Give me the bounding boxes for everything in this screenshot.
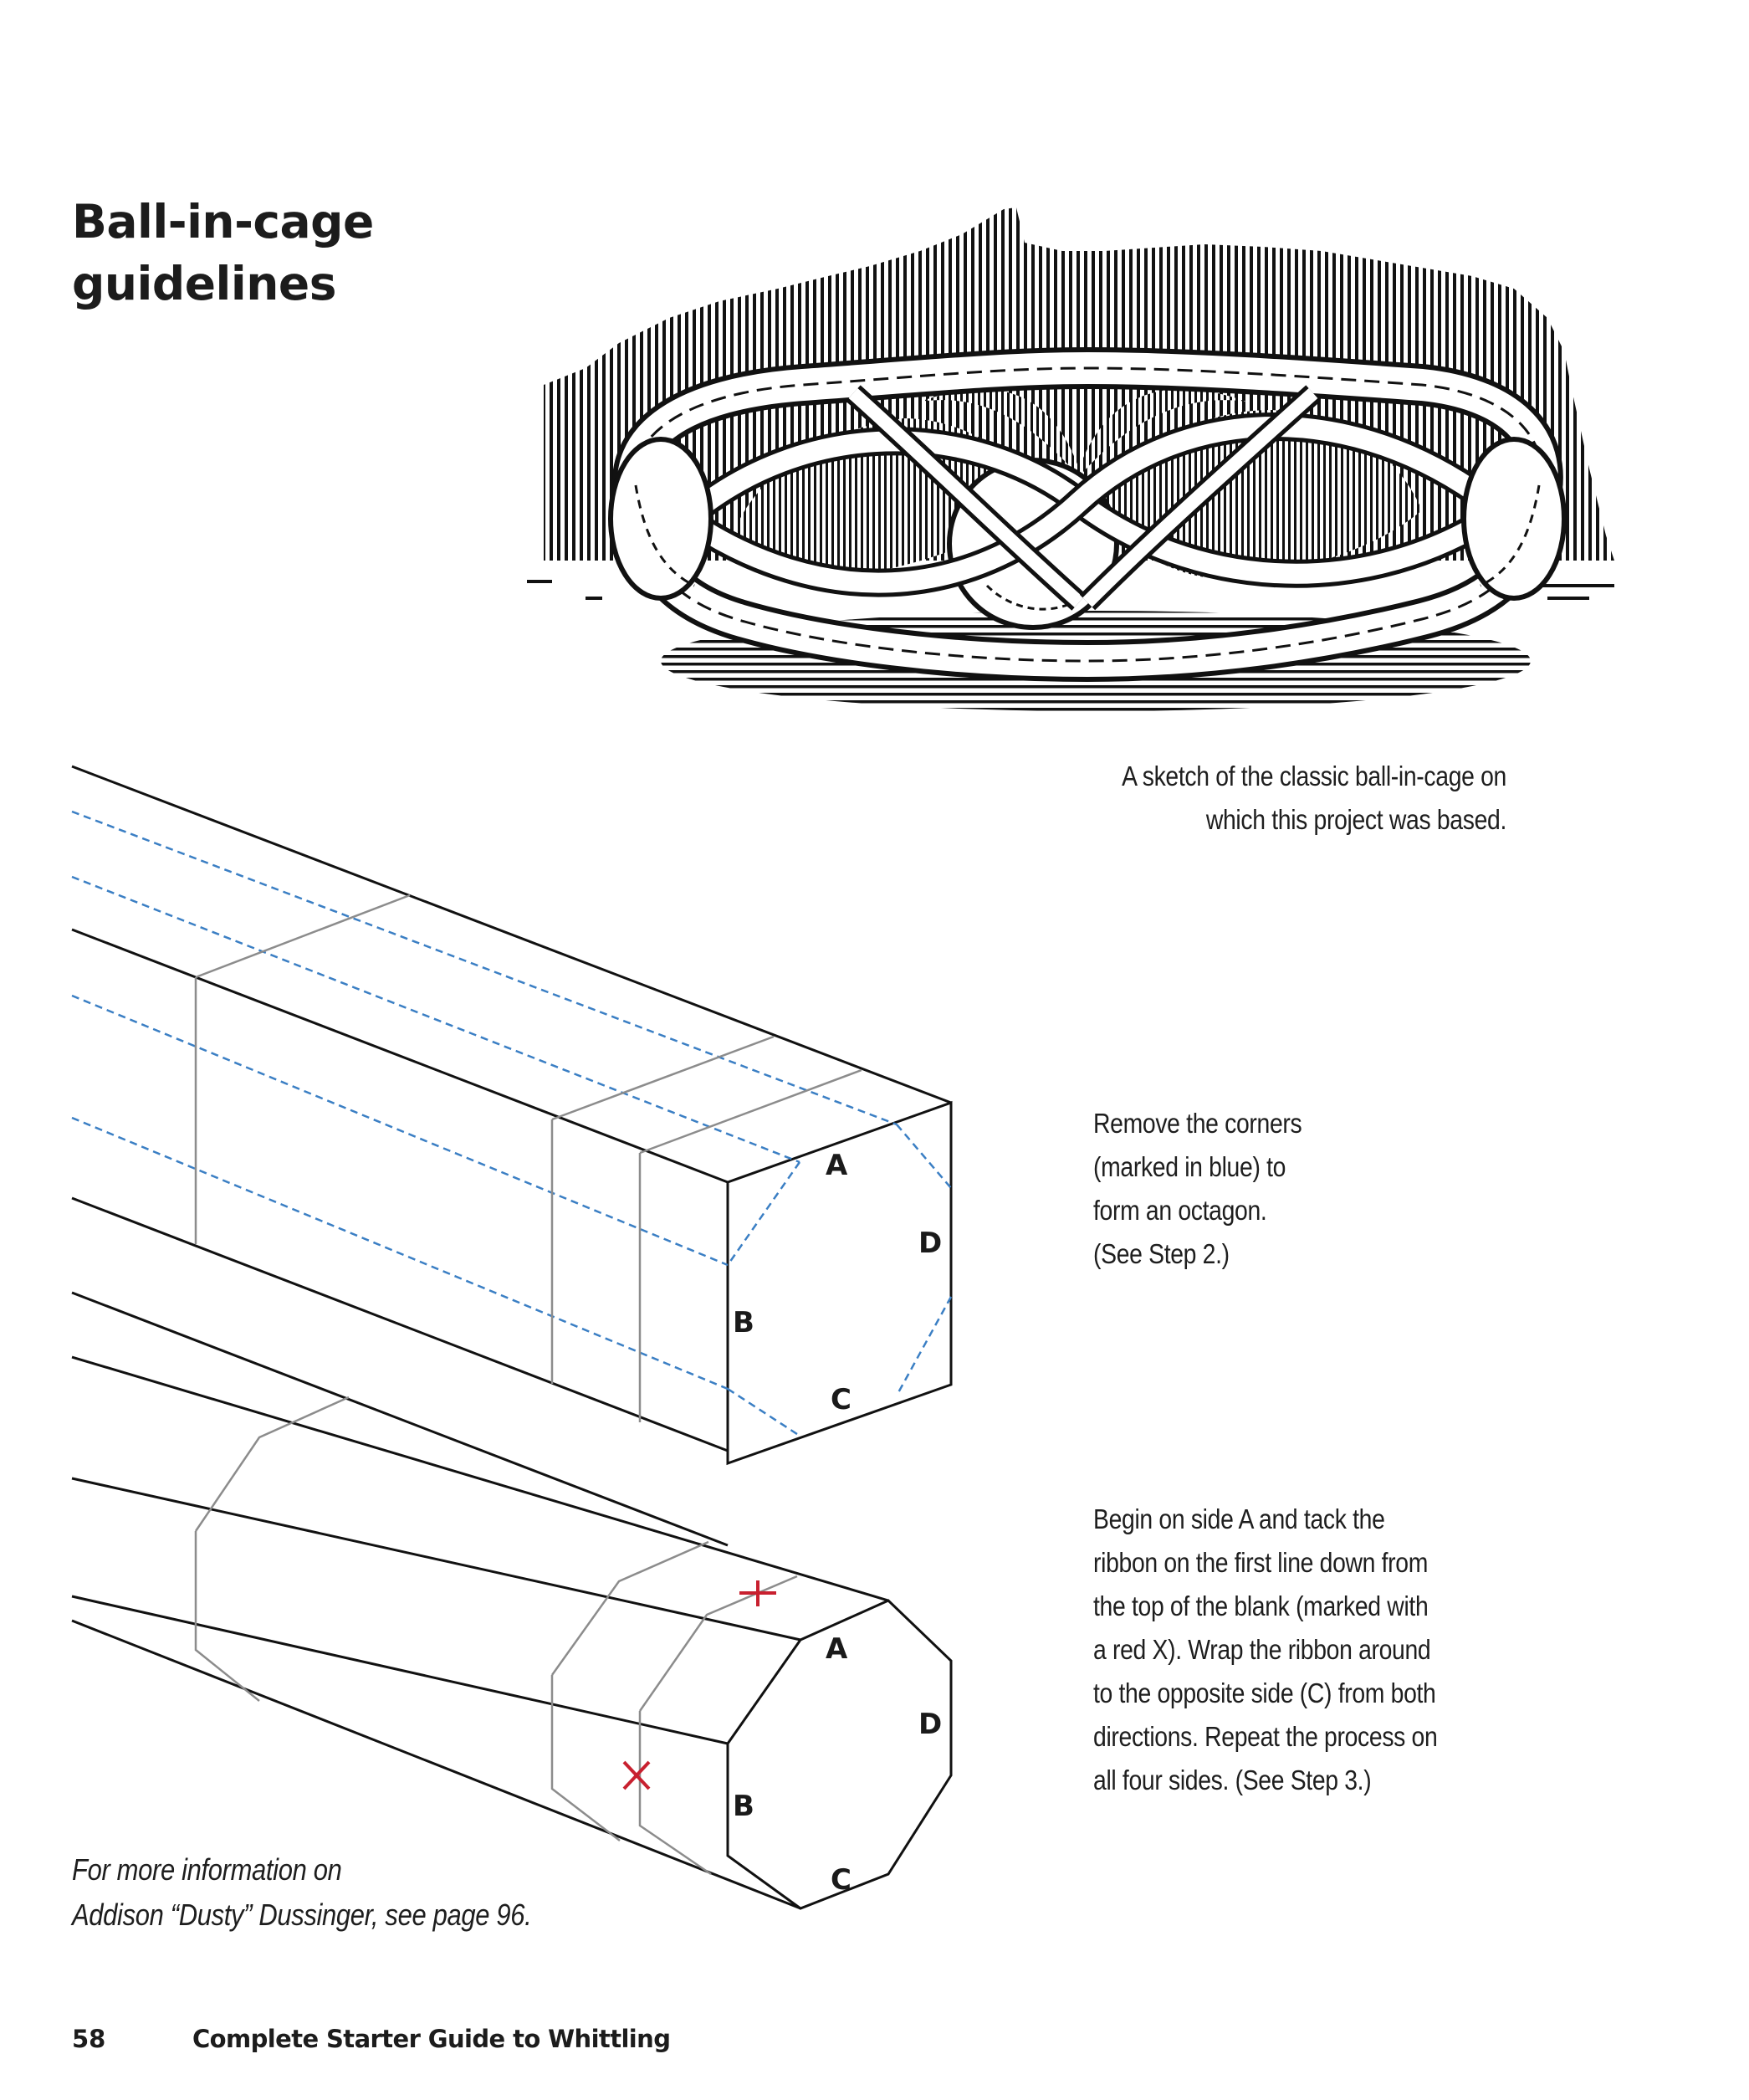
octagon-blank-label-b: B bbox=[733, 1790, 754, 1823]
step2-caption: Remove the corners (marked in blue) to f… bbox=[1093, 1102, 1424, 1276]
step3-caption-line-7: all four sides. (See Step 3.) bbox=[1093, 1765, 1372, 1795]
sketch-caption: A sketch of the classic ball-in-cage on … bbox=[1103, 755, 1506, 842]
octagon-blank-label-c: C bbox=[831, 1863, 851, 1897]
step2-caption-line-3: form an octagon. bbox=[1093, 1195, 1267, 1226]
sketch-cage-bands bbox=[676, 385, 1498, 611]
step3-caption: Begin on side A and tack the ribbon on t… bbox=[1093, 1498, 1467, 1802]
page-number: 58 bbox=[72, 2025, 106, 2053]
step3-caption-line-6: directions. Repeat the process on bbox=[1093, 1721, 1438, 1752]
step3-caption-line-5: to the opposite side (C) from both bbox=[1093, 1677, 1436, 1708]
step3-caption-line-4: a red X). Wrap the ribbon around bbox=[1093, 1634, 1431, 1665]
square-blank-corner-guides bbox=[71, 810, 953, 1437]
square-blank-ring-lines bbox=[194, 894, 862, 1422]
octagon-blank-tack-marks bbox=[622, 1580, 776, 1790]
square-blank-label-d: D bbox=[918, 1227, 942, 1260]
step2-caption-line-2: (marked in blue) to bbox=[1093, 1151, 1286, 1182]
octagon-blank-ring-lines bbox=[194, 1396, 798, 1876]
page-title: Ball-in-cage guidelines bbox=[72, 191, 540, 315]
octagon-blank-label-a: A bbox=[826, 1632, 848, 1666]
step3-caption-line-3: the top of the blank (marked with bbox=[1093, 1590, 1429, 1621]
step2-caption-line-4: (See Step 2.) bbox=[1093, 1238, 1230, 1269]
page-title-line-2: guidelines bbox=[72, 257, 336, 310]
more-info-line-1: For more information on bbox=[72, 1852, 342, 1887]
more-info-line-2: Addison “Dusty” Dussinger, see page 96. bbox=[72, 1898, 532, 1932]
step3-caption-line-2: ribbon on the first line down from bbox=[1093, 1547, 1429, 1578]
sketch-caption-line-1: A sketch of the classic ball-in-cage on bbox=[1122, 761, 1506, 791]
square-blank-label-b: B bbox=[733, 1306, 754, 1339]
octagon-blank-label-d: D bbox=[918, 1708, 942, 1741]
sketch-caption-line-2: which this project was based. bbox=[1205, 804, 1507, 835]
page-title-line-1: Ball-in-cage bbox=[72, 195, 374, 248]
square-blank-label-c: C bbox=[831, 1383, 851, 1416]
more-info-note: For more information on Addison “Dusty” … bbox=[72, 1847, 590, 1938]
step3-caption-line-1: Begin on side A and tack the bbox=[1093, 1503, 1385, 1534]
running-footer-title: Complete Starter Guide to Whittling bbox=[192, 2025, 671, 2053]
sketch-cage-window-top bbox=[920, 389, 1246, 477]
step2-caption-line-1: Remove the corners bbox=[1093, 1108, 1302, 1139]
sketch-cage-end-left bbox=[608, 437, 713, 601]
square-blank-label-a: A bbox=[826, 1149, 848, 1182]
sketch-cage-end-right bbox=[1461, 437, 1567, 601]
